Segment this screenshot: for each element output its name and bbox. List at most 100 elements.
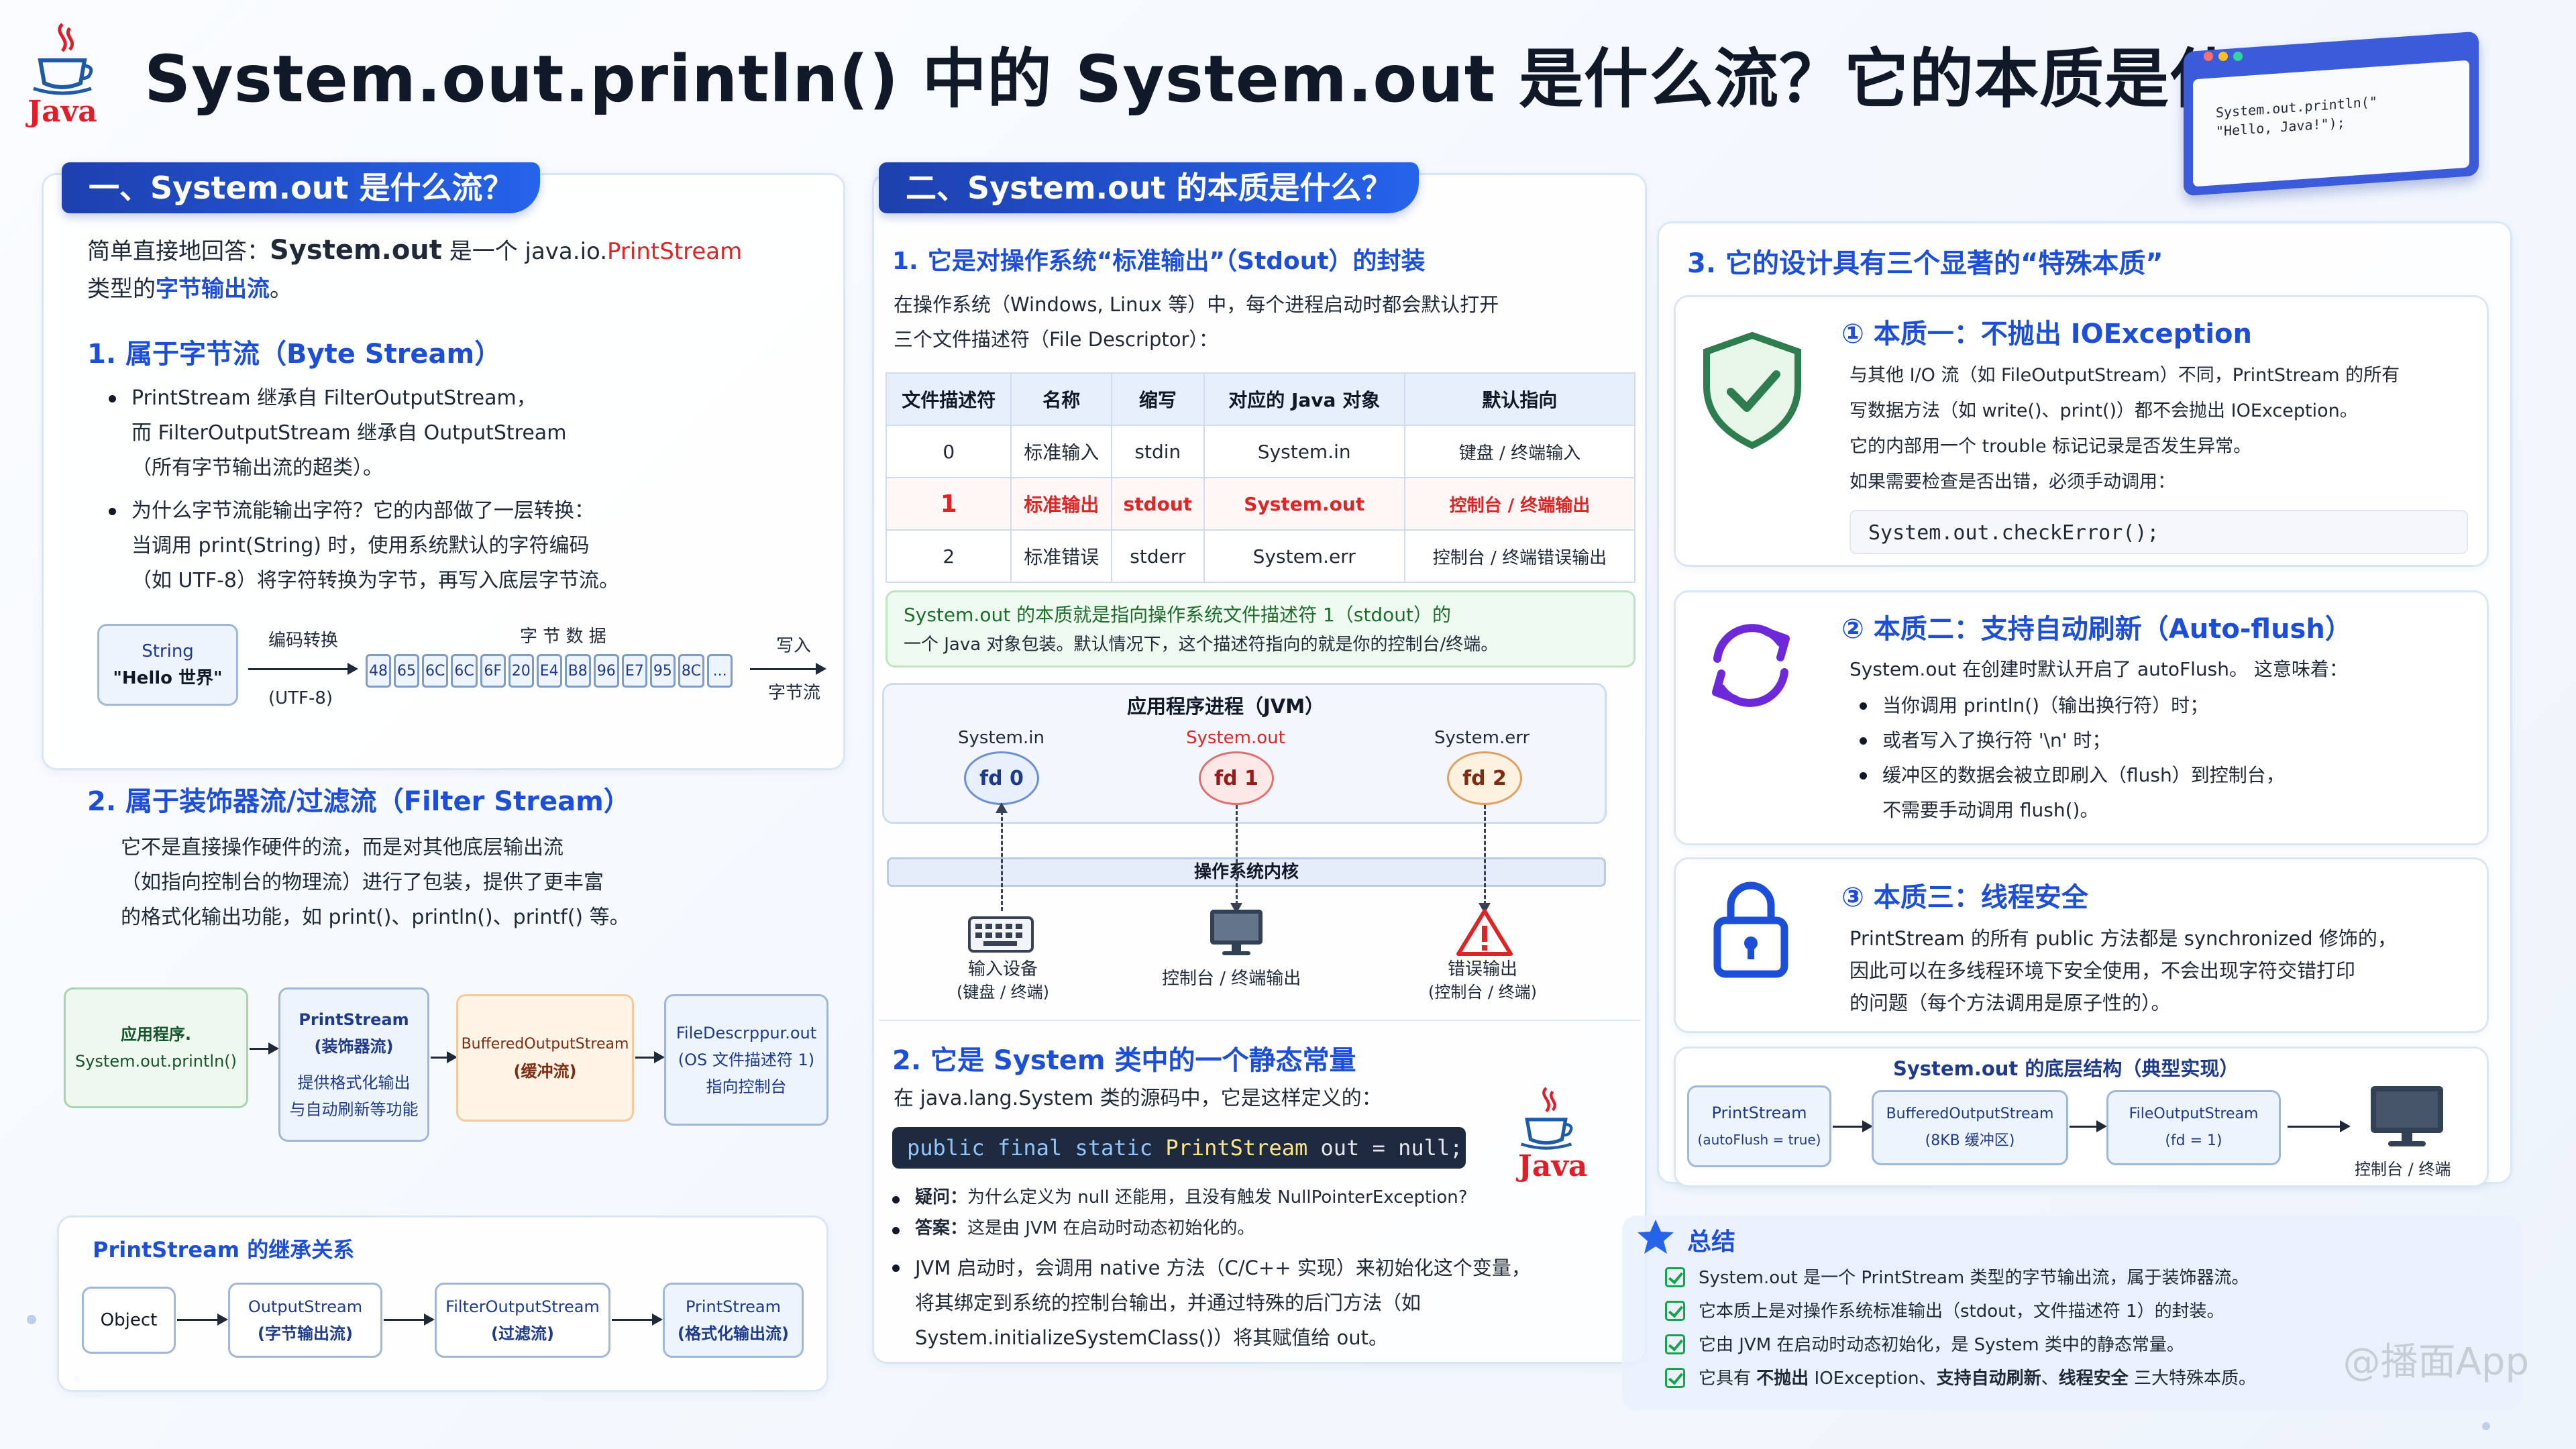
summary-title: 总结 (1687, 1228, 1736, 1256)
list-item: 为什么字节流能输出字符？它的内部做了一层转换：当调用 print(String)… (101, 494, 619, 598)
impl-console-label: 控制台 / 终端 (2355, 1160, 2451, 1179)
essence-card-thread-safe (1674, 857, 2489, 1033)
coffee-cup-icon (33, 23, 93, 95)
table-header: 名称 (1010, 372, 1113, 426)
table-cell: System.out (1203, 477, 1405, 531)
byte-cell: 65 (394, 654, 419, 688)
string-box: String "Hello 世界" (97, 624, 238, 706)
impl-printstream-box: PrintStream(autoFlush = true) (1687, 1085, 1831, 1167)
summary-list: System.out 是一个 PrintStream 类型的字节输出流，属于装饰… (1665, 1261, 2256, 1395)
section-title-what-stream: 一、System.out 是什么流？ (62, 162, 541, 213)
list-item: 缓冲区的数据会被立即刷入（flush）到控制台，不需要手动调用 flush()。 (1851, 758, 2285, 828)
byte-cell: 20 (508, 654, 534, 688)
error-output-label: 错误输出(控制台 / 终端) (1428, 959, 1538, 1002)
chain-buffered-box: BufferedOutputStream (缓冲流) (456, 994, 634, 1122)
chain-printstream-box: PrintStream (装饰器流) 提供格式化输出 与自动刷新等功能 (278, 987, 429, 1142)
table-cell: 键盘 / 终端输入 (1403, 425, 1636, 478)
checkbox-icon (1665, 1267, 1685, 1287)
card2-text: System.out 在创建时默认开启了 autoFlush。 这意味着： (1849, 658, 2348, 680)
fd0-node: fd 0 (964, 751, 1039, 805)
inherit-outputstream-box: OutputStream(字节输出流) (228, 1283, 382, 1358)
table-cell: 标准错误 (1010, 529, 1113, 583)
list-item: PrintStream 继承自 FilterOutputStream，而 Fil… (101, 381, 619, 486)
java-logo: Java (25, 19, 99, 133)
card1-text: 与其他 I/O 流（如 FileOutputStream）不同，PrintStr… (1849, 365, 2400, 492)
warning-icon (1456, 909, 1513, 956)
byte-cell: 95 (649, 654, 676, 688)
table-header: 文件描述符 (885, 372, 1012, 426)
middle-subtitle-static-constant: 2.它是 System 类中的一个静态常量 (892, 1045, 1356, 1076)
fd2-node: fd 2 (1447, 751, 1522, 805)
console-output-label: 控制台 / 终端输出 (1162, 969, 1301, 989)
chain-fd-box: FileDescrppur.out (OS 文件描述符 1) 指向控制台 (664, 994, 828, 1126)
table-cell: 控制台 / 终端输出 (1403, 477, 1636, 531)
system-in-label: System.in (958, 728, 1044, 748)
list-item: JVM 启动时，会调用 native 方法（C/C++ 实现）来初始化这个变量，… (884, 1250, 1531, 1355)
keyboard-icon (968, 916, 1034, 953)
table-header: 默认指向 (1403, 372, 1636, 426)
watermark: @播面App (2343, 1340, 2529, 1384)
refresh-icon (1712, 624, 1790, 707)
table-cell: System.err (1203, 529, 1405, 583)
byte-cell: 6C (422, 654, 449, 688)
monitor-icon (2371, 1086, 2443, 1146)
inherit-arrow (612, 1313, 663, 1326)
middle-divider (879, 1020, 1640, 1021)
right-subtitle: 3.它的设计具有三个显著的“特殊本质” (1687, 248, 2163, 279)
check-error-code: System.out.checkError(); (1849, 510, 2468, 554)
table-cell: System.in (1203, 425, 1405, 478)
table-cell: stderr (1111, 529, 1205, 583)
java-mini-logo: Java (1513, 1083, 1587, 1183)
decor-dot (27, 1315, 36, 1324)
byte-stream-label: 字节流 (768, 683, 821, 703)
impl-arrow (2288, 1120, 2351, 1132)
table-header: 缩写 (1111, 372, 1205, 426)
shield-check-icon (1703, 331, 1801, 449)
chain-arrow (250, 1042, 279, 1055)
table-header: 对应的 Java 对象 (1203, 372, 1405, 426)
encode-label: 编码转换 (268, 631, 339, 651)
stdout-note: System.out 的本质就是指向操作系统文件描述符 1（stdout）的 一… (885, 590, 1635, 667)
list-item: 答案：这是由 JVM 在启动时动态初始化的。 (884, 1213, 1468, 1244)
fd2-arrow (1479, 805, 1491, 914)
out-declaration-code: public final static PrintStream out = nu… (892, 1127, 1466, 1169)
inherit-arrow (384, 1313, 435, 1326)
summary-item: 它由 JVM 在启动时动态初始化，是 System 类中的静态常量。 (1665, 1328, 2256, 1362)
list-item: 或者写入了换行符 '\n' 时； (1851, 723, 2285, 758)
table-cell: 1 (885, 477, 1012, 531)
table-cell: 2 (885, 529, 1012, 583)
byte-cell: E7 (621, 654, 647, 688)
write-label: 写入 (776, 636, 812, 656)
checkbox-icon (1665, 1301, 1685, 1321)
os-kernel-bar: 操作系统内核 (887, 857, 1606, 887)
byte-cell: 8C (678, 654, 705, 688)
input-device-label: 输入设备(键盘 / 终端) (956, 959, 1050, 1002)
list-item: 疑问：为什么定义为 null 还能用，且没有触发 NullPointerExce… (884, 1182, 1468, 1213)
monitor-illustration: System.out.println(" "Hello, Java!"); (2184, 31, 2479, 197)
impl-arrow (2070, 1120, 2107, 1132)
byte-cell: B8 (564, 654, 591, 688)
left-subtitle-byte-stream: 1.属于字节流（Byte Stream） (87, 339, 502, 370)
decor-dot (2482, 1422, 2490, 1430)
table-cell: stdout (1111, 477, 1205, 531)
table-cell: 0 (885, 425, 1012, 478)
impl-buffered-box: BufferedOutputStream(8KB 缓冲区) (1872, 1090, 2068, 1165)
list-item: 当你调用 println()（输出换行符）时； (1851, 688, 2285, 723)
coffee-cup-icon (1520, 1087, 1573, 1150)
bytes-label: 字 节 数 据 (520, 627, 606, 647)
card1-title: ① 本质一：不抛出 IOException (1841, 319, 2252, 350)
table-cell: 标准输出 (1010, 477, 1113, 531)
write-arrow (750, 663, 826, 675)
summary-panel (1622, 1216, 2522, 1410)
system-err-label: System.err (1434, 728, 1530, 748)
inherit-printstream-box: PrintStream(格式化输出流) (663, 1283, 804, 1358)
card2-title: ② 本质二：支持自动刷新（Auto-flush） (1841, 614, 2352, 645)
chain-arrow (431, 1051, 458, 1063)
inherit-object-box: Object (82, 1287, 176, 1354)
inherit-filteroutputstream-box: FilterOutputStream(过滤流) (435, 1283, 610, 1358)
page-title: System.out.println() 中的 System.out 是什么流？… (144, 42, 2365, 117)
byte-stream-bullets: PrintStream 继承自 FilterOutputStream，而 Fil… (101, 381, 619, 598)
